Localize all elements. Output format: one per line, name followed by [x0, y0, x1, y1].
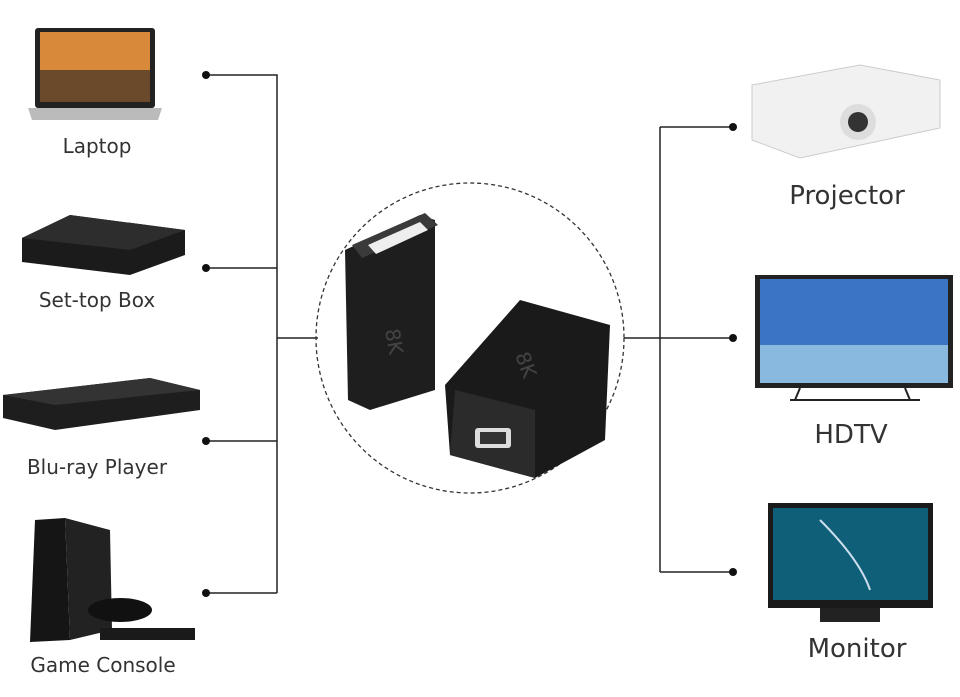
display-label-monitor: Monitor [807, 634, 907, 664]
source-label-blu-ray-player: Blu-ray Player [26, 455, 168, 479]
laptop-icon [28, 28, 162, 120]
projector-icon [751, 64, 941, 159]
svg-text:8K: 8K [380, 327, 408, 357]
left-dots [202, 71, 210, 597]
left-connector-lines [206, 74, 318, 594]
hdtv-icon [755, 275, 953, 401]
set-top-box-icon [22, 215, 185, 275]
source-label-game-console: Game Console [30, 653, 176, 677]
display-label-hdtv: HDTV [814, 420, 888, 450]
displayport-coupler-icon: 8K 8K [345, 213, 610, 478]
monitor-icon [768, 503, 933, 622]
right-dots [729, 123, 737, 576]
display-label-projector: Projector [789, 181, 905, 211]
source-label-set-top-box: Set-top Box [38, 288, 156, 312]
blu-ray-player-icon [3, 378, 200, 430]
adapter-circle [315, 182, 625, 494]
game-console-icon [30, 518, 195, 642]
right-connector-lines [624, 126, 733, 573]
source-label-laptop: Laptop [62, 134, 132, 158]
